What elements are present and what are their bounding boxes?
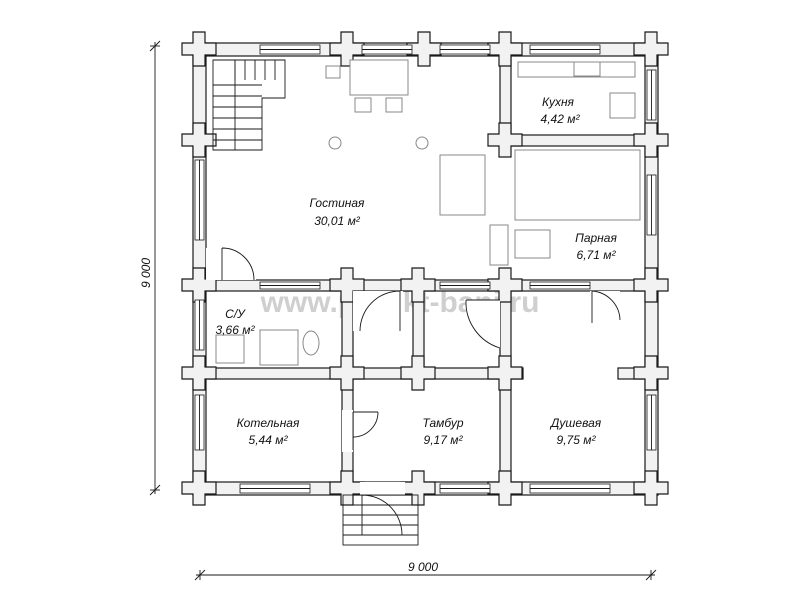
log-corner (181, 355, 217, 391)
log-corner (329, 470, 365, 506)
room-name-tambur: Тамбур (422, 416, 463, 430)
log-corner (633, 470, 669, 506)
room-area-kotelnaya: 5,44 м² (249, 433, 289, 447)
log-corner (633, 267, 669, 303)
log-corner (181, 470, 217, 506)
room-name-dushevaya: Душевая (549, 416, 602, 430)
windows (194, 44, 657, 494)
room-area-dushevaya: 9,75 м² (557, 433, 597, 447)
dimension-width-label: 9 000 (408, 560, 438, 574)
log-corner (487, 31, 523, 67)
room-area-su: 3,66 м² (216, 323, 256, 337)
log-corner (181, 122, 217, 158)
room-name-gostinaya: Гостиная (310, 196, 365, 210)
log-corner (181, 267, 217, 303)
staircase-interior (212, 59, 286, 151)
room-area-parnaya: 6,71 м² (577, 248, 617, 262)
room-name-su: С/У (225, 307, 246, 321)
staircase-entrance (342, 494, 419, 546)
log-corner (406, 31, 442, 67)
log-corner (633, 31, 669, 67)
dimension-height-label: 9 000 (139, 258, 153, 288)
log-corner (181, 31, 217, 67)
log-corner (633, 355, 669, 391)
stair-step (212, 59, 286, 151)
log-corner (487, 470, 523, 506)
log-corner (400, 355, 436, 391)
furniture (215, 59, 641, 366)
log-corner (633, 122, 669, 158)
log-corner (487, 267, 523, 303)
doors (206, 247, 621, 536)
log-corner (329, 355, 365, 391)
dimension-vertical (149, 40, 161, 496)
room-area-gostinaya: 30,01 м² (314, 214, 361, 228)
log-corners (181, 31, 669, 506)
dimension-horizontal (194, 569, 657, 581)
room-area-kukhnya: 4,42 м² (541, 112, 581, 126)
room-name-kotelnaya: Котельная (237, 416, 300, 430)
room-name-kukhnya: Кухня (542, 95, 575, 109)
stair-step (342, 494, 419, 546)
room-name-parnaya: Парная (575, 231, 617, 245)
log-corner (487, 355, 523, 391)
log-corner (487, 122, 523, 158)
room-area-tambur: 9,17 м² (424, 433, 464, 447)
log-corner (400, 267, 436, 303)
